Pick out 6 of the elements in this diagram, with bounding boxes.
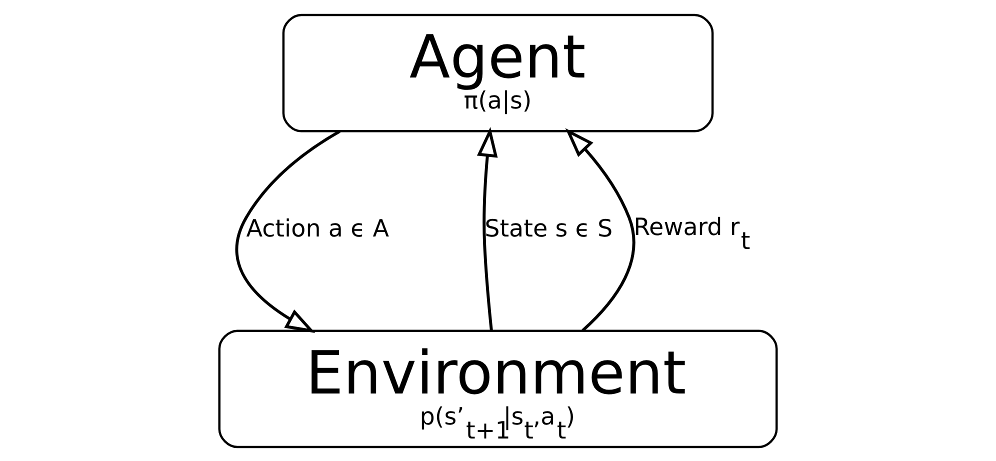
arrow <box>565 128 636 332</box>
edge-label: State s ϵ S <box>484 214 613 242</box>
edge-label: Action a ϵ A <box>246 214 390 242</box>
arrow <box>235 130 341 332</box>
arrow <box>476 126 498 330</box>
node-box: Agent π(a|s) <box>282 13 714 132</box>
